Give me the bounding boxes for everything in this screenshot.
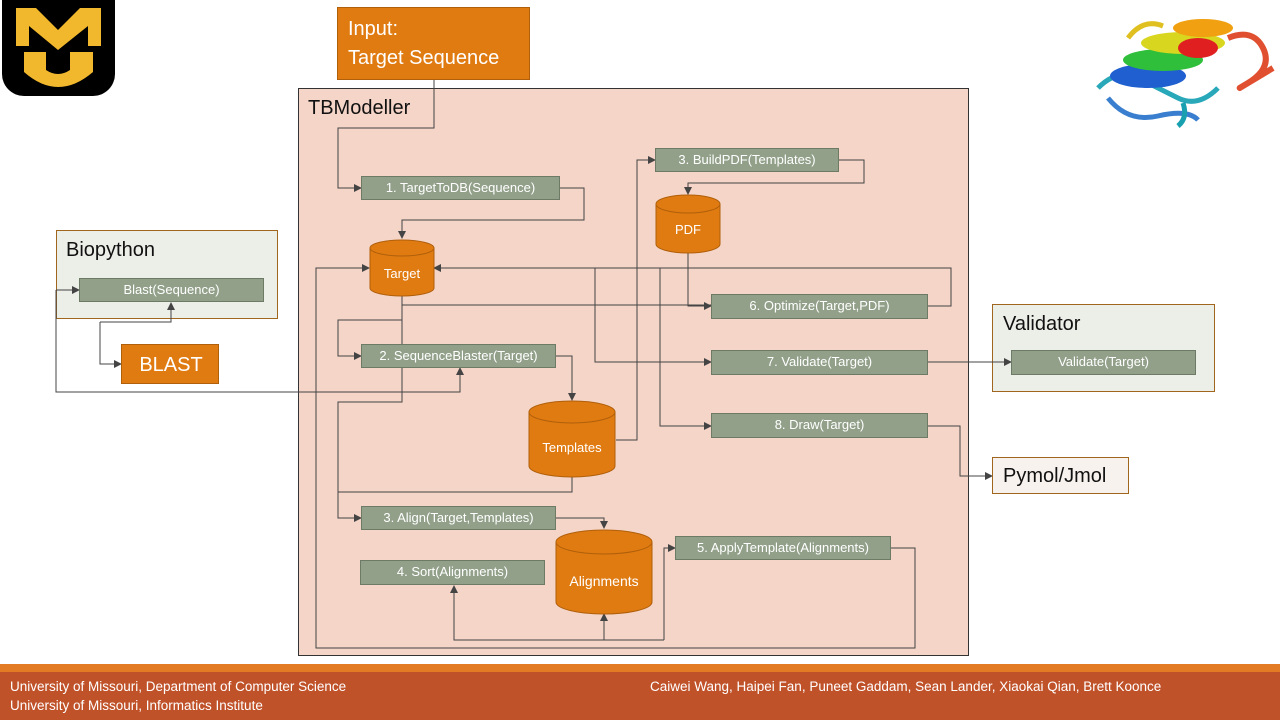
target-store-label: Target	[383, 266, 421, 281]
step-build-pdf: 3. BuildPDF(Templates)	[655, 148, 839, 172]
step-optimize: 6. Optimize(Target,PDF)	[711, 294, 928, 319]
pdf-store-top	[655, 194, 721, 214]
footer-accent-bar	[0, 664, 1280, 672]
step-sort: 4. Sort(Alignments)	[360, 560, 545, 585]
validator-title: Validator	[1003, 313, 1081, 335]
input-label: Input:	[348, 18, 399, 40]
tbmodeller-title: TBModeller	[308, 97, 411, 119]
alignments-store-body	[555, 542, 653, 615]
target-store-top	[369, 239, 435, 257]
biopython-blast-call: Blast(Sequence)	[79, 278, 264, 302]
step-apply-template: 5. ApplyTemplate(Alignments)	[675, 536, 891, 560]
footer-affiliation-informatics: University of Missouri, Informatics Inst…	[10, 698, 263, 713]
templates-store-top	[528, 400, 616, 424]
pdf-store-label: PDF	[675, 222, 701, 237]
step-align: 3. Align(Target,Templates)	[361, 506, 556, 530]
pdf-store-body	[655, 204, 721, 254]
validator-box: Validator	[992, 304, 1215, 392]
step-draw: 8. Draw(Target)	[711, 413, 928, 438]
blast-label: BLAST	[139, 354, 203, 376]
step-sequence-blaster: 2. SequenceBlaster(Target)	[361, 344, 556, 368]
mu-logo-mark	[16, 8, 101, 87]
templates-store-body	[528, 412, 616, 478]
footer-authors: Caiwei Wang, Haipei Fan, Puneet Gaddam, …	[650, 679, 1162, 694]
step-target-to-db: 1. TargetToDB(Sequence)	[361, 176, 560, 200]
pymol-jmol-label: Pymol/Jmol	[1003, 465, 1107, 487]
mu-logo	[2, 0, 115, 96]
alignments-store-label: Alignments	[569, 573, 639, 589]
step-validate: 7. Validate(Target)	[711, 350, 928, 375]
alignments-store-top	[555, 529, 653, 555]
input-value: Target Sequence	[348, 47, 500, 69]
validator-validate-call: Validate(Target)	[1011, 350, 1196, 375]
biopython-title: Biopython	[66, 239, 155, 261]
pymol-jmol-box: Pymol/Jmol	[992, 457, 1129, 494]
protein-structure-image	[1088, 8, 1278, 130]
templates-store-label: Templates	[542, 440, 602, 455]
input-target-sequence-box: Input: Target Sequence	[337, 7, 530, 80]
blast-box: BLAST	[121, 344, 219, 384]
target-store-body	[369, 248, 435, 297]
footer-affiliation-cs: University of Missouri, Department of Co…	[10, 679, 347, 694]
footer: University of Missouri, Department of Co…	[0, 672, 1280, 720]
